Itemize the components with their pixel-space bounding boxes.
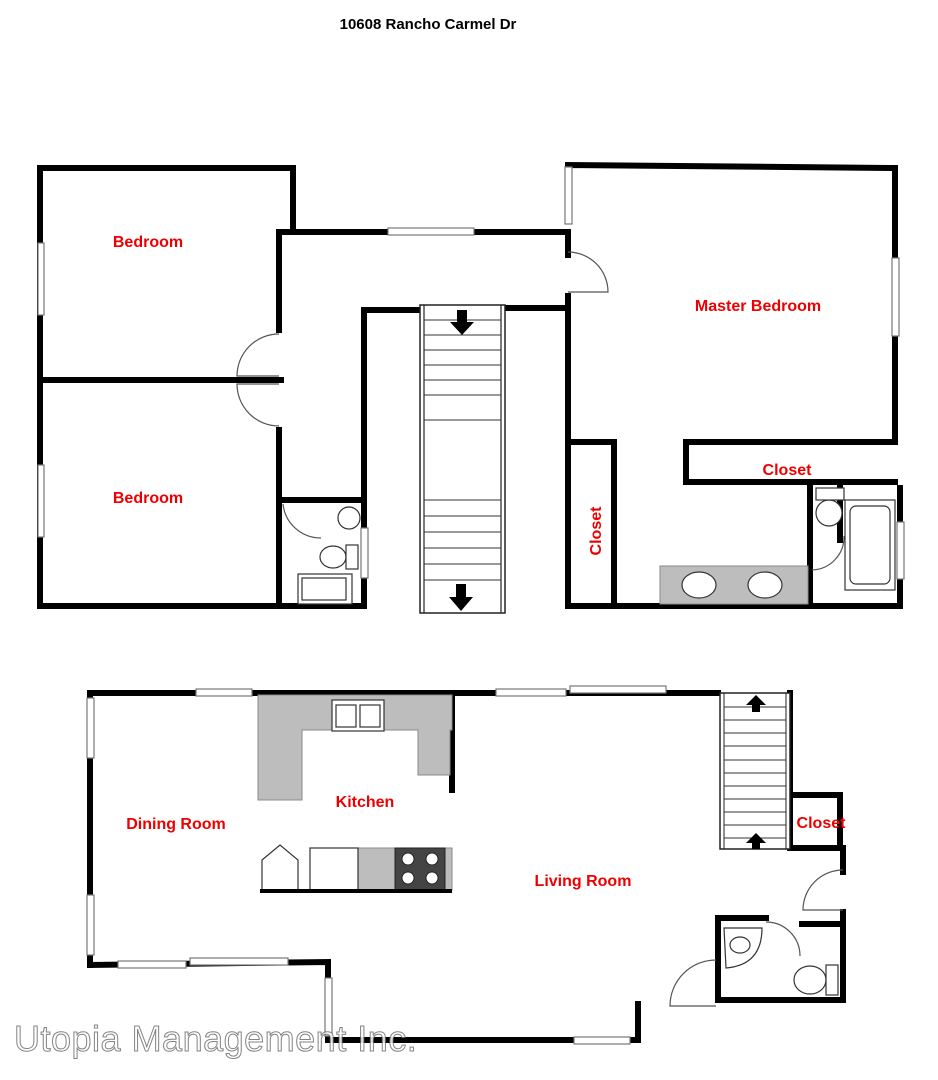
arrow-up-icon bbox=[746, 695, 766, 712]
label-kitchen: Kitchen bbox=[336, 794, 395, 811]
upper-stairs bbox=[419, 304, 506, 614]
label-bedroom-2: Bedroom bbox=[113, 490, 183, 507]
label-closet-vertical: Closet bbox=[588, 506, 605, 556]
kitchen-counters bbox=[257, 694, 453, 893]
upper-floor bbox=[37, 161, 905, 614]
arrow-down-icon bbox=[450, 310, 474, 335]
label-closet-master: Closet bbox=[763, 462, 813, 479]
label-living-room: Living Room bbox=[535, 873, 632, 890]
label-master-bedroom: Master Bedroom bbox=[695, 298, 821, 315]
lower-floor bbox=[86, 685, 846, 1045]
watermark: Utopia Management Inc. bbox=[13, 1018, 418, 1060]
label-closet-lower: Closet bbox=[797, 815, 847, 832]
arrow-up-icon bbox=[746, 833, 766, 849]
lower-stairs bbox=[719, 692, 791, 850]
arrow-down-icon bbox=[449, 584, 473, 611]
label-dining-room: Dining Room bbox=[126, 816, 226, 833]
label-bedroom-1: Bedroom bbox=[113, 234, 183, 251]
plan-title: 10608 Rancho Carmel Dr bbox=[339, 16, 517, 33]
